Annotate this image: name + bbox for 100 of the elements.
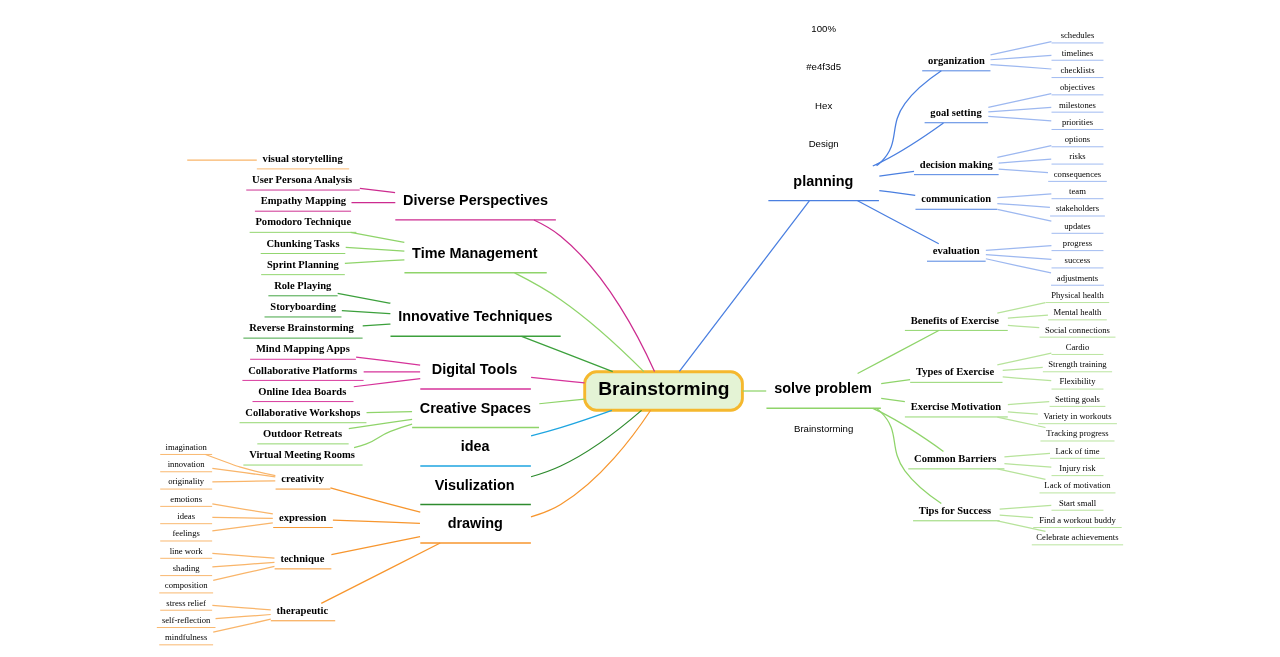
connector — [996, 468, 1047, 481]
connector — [996, 202, 1051, 208]
node-text: organization — [927, 54, 985, 66]
node-text: Sprint Planning — [266, 258, 339, 270]
node-text: Digital Tools — [431, 361, 518, 378]
connector — [363, 371, 421, 373]
node-text: Cardio — [1065, 341, 1090, 352]
connector — [875, 70, 942, 167]
node-text: Virtual Meeting Rooms — [249, 449, 355, 461]
connector — [212, 565, 276, 581]
connector — [1007, 314, 1049, 319]
node-text: adjustments — [1056, 272, 1099, 283]
connector — [742, 390, 767, 392]
connector — [987, 93, 1052, 108]
connector — [985, 245, 1053, 252]
connector — [996, 352, 1052, 366]
node-text: Collaborative Workshops — [245, 406, 361, 418]
node-text: timelines — [1061, 47, 1094, 58]
node-text: shading — [172, 562, 200, 573]
node-text: emotions — [170, 493, 203, 504]
node-text: Creative Spaces — [419, 399, 532, 416]
connector — [987, 106, 1052, 113]
label: #e4f3d5 — [806, 61, 842, 73]
node-text: communication — [921, 193, 992, 205]
connector — [998, 168, 1049, 174]
connector — [985, 258, 1052, 274]
node-text: Physical health — [1051, 289, 1104, 300]
node-text: stakeholders — [1055, 203, 1100, 214]
connector — [211, 503, 274, 515]
connector — [880, 397, 906, 403]
connector — [996, 520, 1047, 532]
node-text: creativity — [281, 473, 324, 485]
connector — [365, 411, 413, 414]
connector — [211, 604, 272, 611]
connector — [1002, 376, 1052, 382]
connector — [989, 54, 1053, 61]
node-box: Brainstorming — [583, 370, 744, 412]
connector — [211, 522, 274, 532]
node-text: Exercise Motivation — [910, 401, 1002, 413]
node-text: updates — [1064, 220, 1091, 231]
node-text: Mental health — [1053, 307, 1102, 318]
connector — [878, 170, 915, 177]
node-text: feelings — [172, 528, 200, 539]
label: Hex — [815, 99, 833, 111]
connector — [1002, 366, 1044, 371]
node-text: Pomodoro Technique — [255, 216, 352, 228]
connector — [344, 259, 406, 265]
node-text: originality — [168, 476, 205, 487]
node-text: drawing — [447, 515, 503, 532]
connector — [330, 536, 421, 556]
connector — [1003, 452, 1051, 458]
node-text: Start small — [1058, 497, 1097, 508]
connector — [530, 376, 586, 384]
connector — [214, 613, 272, 620]
connector — [212, 618, 272, 633]
connector — [1007, 411, 1039, 415]
connector — [996, 193, 1052, 199]
node-text: team — [1069, 186, 1086, 197]
connector — [872, 122, 945, 167]
connector — [880, 379, 911, 385]
node-text: Online Idea Boards — [258, 385, 347, 397]
node-text: Empathy Mapping — [260, 195, 347, 207]
node-text: Tips for Success — [918, 504, 992, 516]
node-text: milestones — [1059, 99, 1096, 110]
connector — [355, 356, 421, 366]
connector — [996, 301, 1047, 314]
node-text: Time Management — [412, 244, 538, 261]
connector — [875, 407, 942, 505]
connector — [350, 201, 396, 204]
node-text: Role Playing — [274, 279, 332, 291]
node-text: goal setting — [930, 106, 982, 118]
connector — [329, 487, 421, 513]
connector — [211, 467, 276, 478]
connector — [332, 519, 421, 525]
node-text: Outdoor Retreats — [263, 427, 343, 439]
connector — [996, 208, 1052, 222]
node-text: User Persona Analysis — [252, 174, 353, 186]
node-text: Common Barriers — [914, 452, 997, 464]
connector — [211, 516, 274, 519]
connector — [520, 335, 614, 373]
node-text: Reverse Brainstorming — [249, 322, 354, 334]
node-text: imagination — [165, 441, 207, 452]
node-text: Chunking Tasks — [266, 237, 340, 249]
connector — [998, 158, 1052, 164]
connector — [186, 159, 258, 161]
connector — [878, 189, 916, 196]
node-text: evaluation — [932, 245, 980, 257]
connector — [320, 542, 441, 604]
node-text: Variety in workouts — [1043, 411, 1112, 422]
node-text: therapeutic — [276, 604, 329, 616]
connector — [872, 407, 945, 453]
node-text: stress relief — [166, 597, 206, 608]
label: Design — [808, 138, 839, 150]
connector — [530, 409, 613, 437]
connector — [533, 219, 656, 373]
connector — [999, 504, 1052, 510]
node-text: Tracking progress — [1046, 428, 1109, 439]
node-text: Flexibility — [1059, 376, 1096, 387]
node-text: Benefits of Exercise — [910, 314, 1000, 326]
node-text: options — [1064, 134, 1091, 145]
